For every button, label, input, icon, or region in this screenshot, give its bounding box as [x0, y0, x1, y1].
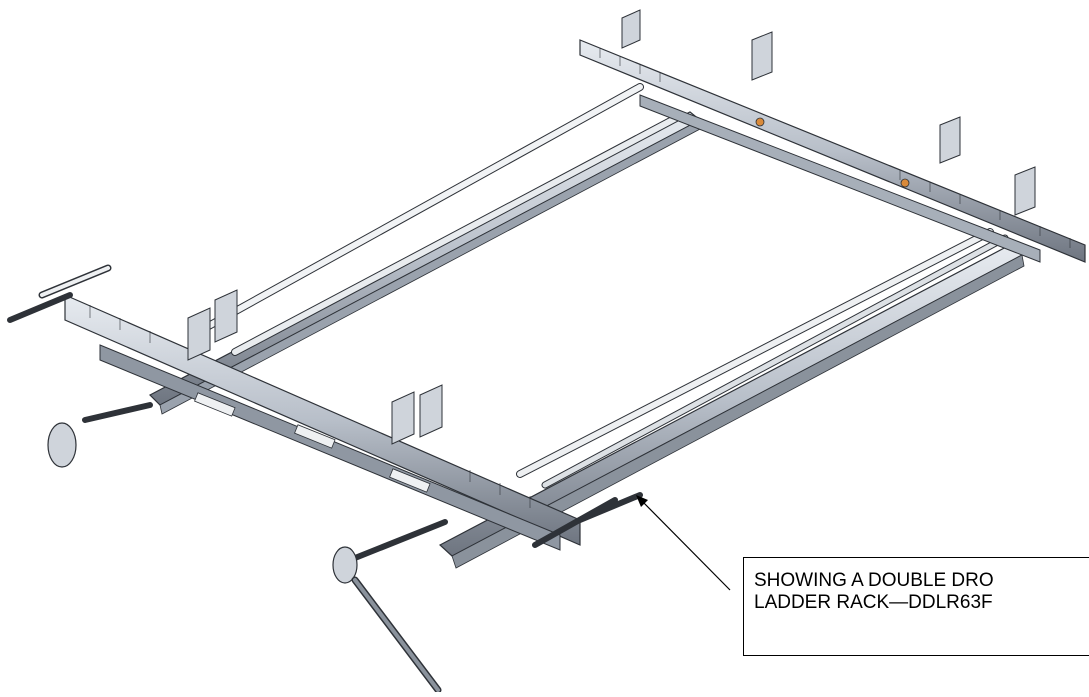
cross-tubes [201, 83, 1009, 489]
front-crossbar [64, 294, 581, 551]
rear-crossbar [579, 39, 1086, 263]
callout-label: SHOWING A DOUBLE DRO LADDER RACK—DDLR63F [743, 557, 1089, 656]
callout-line-1: SHOWING A DOUBLE DRO [754, 570, 994, 591]
callout-leader [636, 495, 731, 591]
callout-line-2: LADDER RACK—DDLR63F [754, 592, 993, 613]
ladder-clamps [187, 9, 1036, 445]
crank-handles [7, 264, 643, 694]
